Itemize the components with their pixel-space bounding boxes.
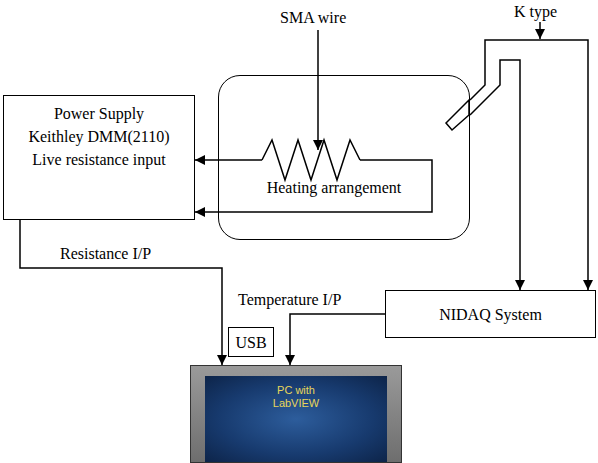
signal-line xyxy=(290,314,385,365)
leader-arrow xyxy=(317,30,319,150)
signal-line xyxy=(195,211,218,213)
usb-port: USB xyxy=(228,327,274,357)
signal-line xyxy=(470,60,520,290)
sma-wire-coil xyxy=(262,140,360,180)
wire-lead xyxy=(219,160,432,212)
instrument-box: Power SupplyKeithley DMM(2110)Live resis… xyxy=(3,95,195,220)
node-text: Keithley DMM(2110) xyxy=(28,125,169,148)
heating-chamber: Heating arrangement xyxy=(218,75,470,240)
signal-label: Temperature I/P xyxy=(236,290,343,310)
node-text: Live resistance input xyxy=(32,148,165,171)
monitor-screen: PC with LabVIEW xyxy=(205,376,387,462)
node-text: USB xyxy=(235,331,266,354)
leader-arrow xyxy=(539,22,541,39)
signal-line xyxy=(470,40,588,290)
signal-line xyxy=(20,220,222,365)
pc-monitor: PC with LabVIEW xyxy=(190,365,402,463)
wire-lead xyxy=(219,159,262,161)
node-text: PC with LabVIEW xyxy=(266,384,326,410)
daq-box: NIDAQ System xyxy=(385,290,596,338)
part-label: SMA wire xyxy=(278,8,348,28)
signal-line xyxy=(195,159,218,161)
signal-label: Resistance I/P xyxy=(58,244,153,264)
thermocouple-probe xyxy=(446,100,469,130)
part-label: K type xyxy=(512,2,559,22)
node-text: Power Supply xyxy=(54,102,144,125)
node-text: NIDAQ System xyxy=(439,303,542,326)
node-text: Heating arrangement xyxy=(267,176,402,199)
